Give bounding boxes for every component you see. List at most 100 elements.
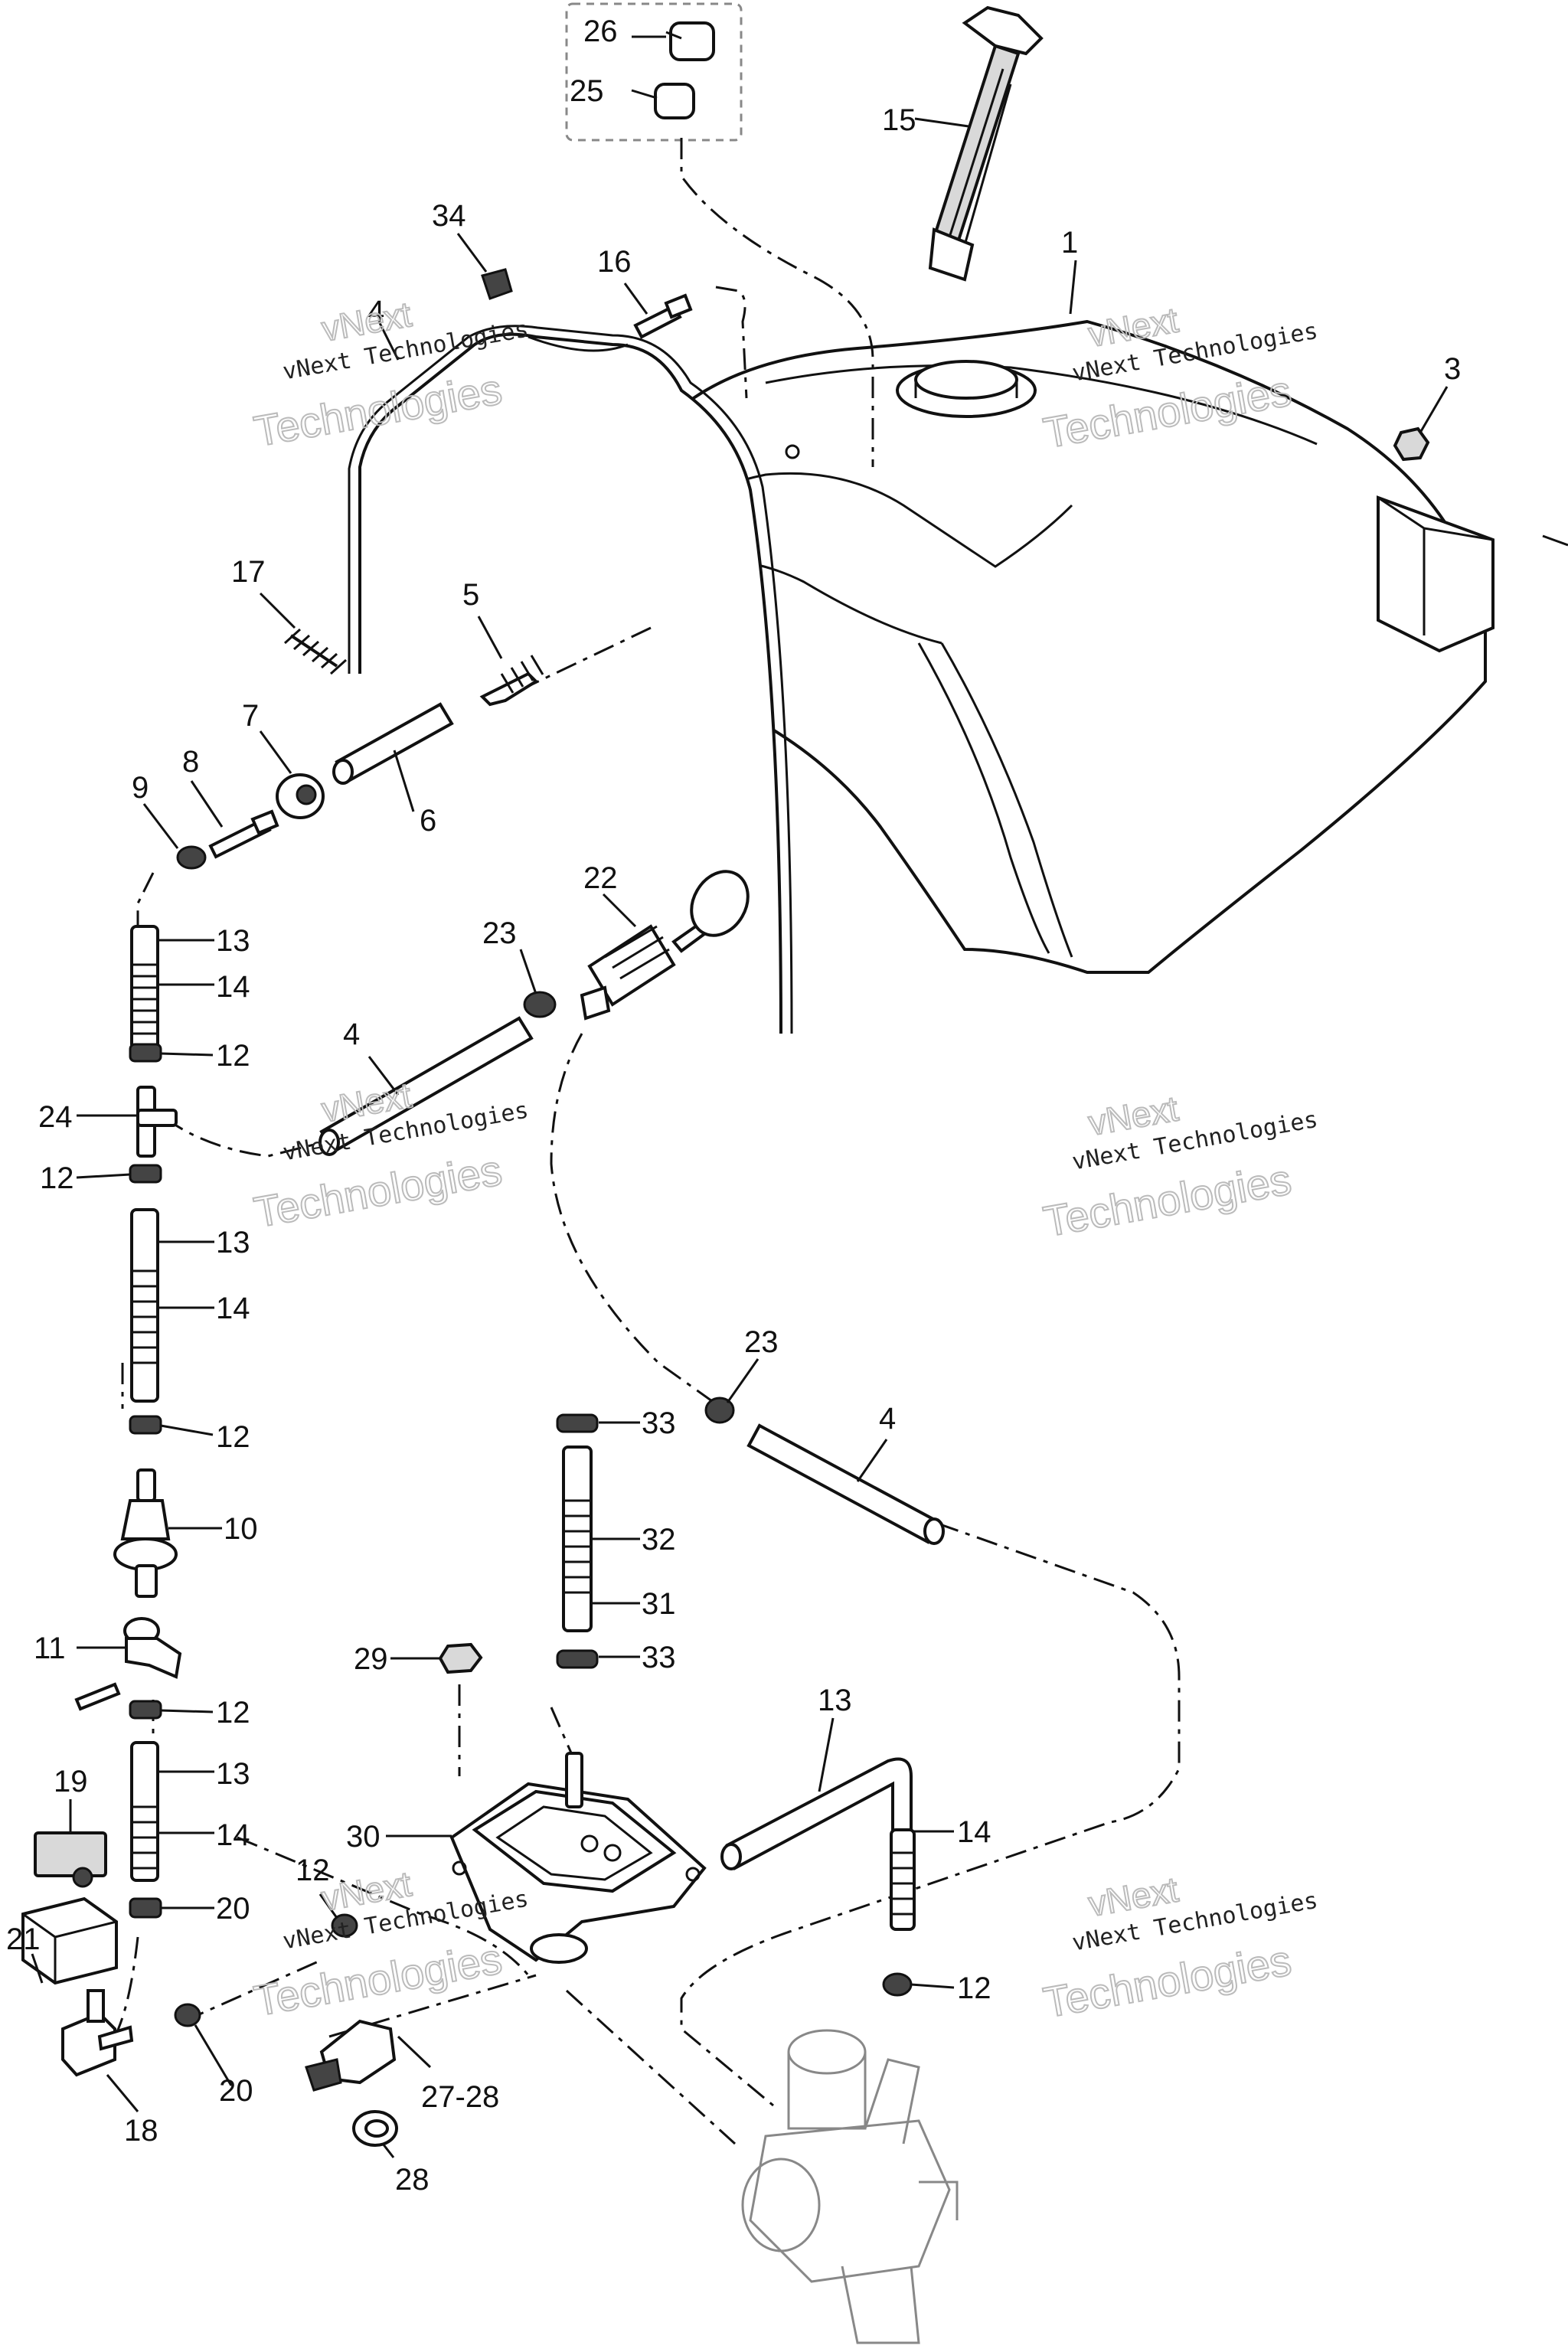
o-ring-28 [352, 2110, 398, 2147]
callout-14-c: 14 [216, 1818, 250, 1852]
vent-fitting-16 [633, 293, 693, 339]
clamp-23-b [704, 1396, 735, 1424]
callout-7: 7 [242, 699, 259, 733]
primer-pump-22 [580, 870, 750, 1021]
callout-12-d: 12 [216, 1696, 250, 1730]
hose-13-14-b [130, 1208, 159, 1403]
cap-parts-box [565, 2, 743, 142]
callout-18: 18 [124, 2114, 158, 2148]
callout-13-d: 13 [818, 1684, 852, 1717]
fitting-27-28 [305, 2019, 397, 2092]
callout-33-a: 33 [642, 1406, 676, 1440]
bracket-11 [74, 1617, 182, 1711]
hose-13-14-d [720, 1757, 916, 1931]
callout-23-b: 23 [744, 1325, 779, 1359]
callout-20-b: 20 [219, 2074, 253, 2108]
block-21 [21, 1867, 118, 1985]
callout-20-a: 20 [216, 1892, 250, 1926]
callout-8: 8 [182, 745, 199, 779]
fuel-tank [596, 319, 1568, 974]
callout-28: 28 [395, 2163, 430, 2197]
hose-4-middle [318, 1016, 534, 1156]
clamp-9 [176, 845, 207, 870]
callout-9: 9 [132, 771, 149, 805]
fuel-gauge-sender [928, 5, 1044, 282]
clamp-12-b [129, 1164, 162, 1184]
watermark-4: vNext vNext Technologies Technologies [1039, 1087, 1320, 1246]
fitting-8 [208, 809, 279, 859]
hose-13-14-c [130, 1741, 159, 1882]
watermark-1: vNext vNext Technologies Technologies [250, 293, 531, 456]
clamp-20-b [174, 2003, 201, 2027]
callout-11: 11 [34, 1632, 66, 1665]
callout-4-middle: 4 [343, 1018, 360, 1051]
hose-6 [332, 702, 454, 785]
callout-10: 10 [224, 1512, 258, 1546]
hose-13-14-a [130, 925, 159, 1050]
callout-17: 17 [231, 555, 266, 589]
clamp-12-e [331, 1913, 358, 1938]
hose-4-lower [746, 1423, 945, 1545]
callout-4-top: 4 [368, 295, 384, 328]
spring-5 [479, 655, 544, 707]
callout-6: 6 [420, 804, 436, 838]
clamp-12-d [129, 1700, 162, 1720]
callout-13-b: 13 [216, 1226, 250, 1259]
callout-25: 25 [570, 74, 604, 108]
callout-12-f: 12 [957, 1971, 991, 2005]
clamp-12-f [882, 1972, 913, 1997]
clamp-33-b [556, 1649, 599, 1669]
callout-13-a: 13 [216, 924, 250, 958]
tee-fitting-24 [136, 1086, 178, 1158]
callout-12-c: 12 [216, 1420, 250, 1454]
carburetor-outline [741, 2029, 959, 2344]
clamp-33-a [556, 1413, 599, 1433]
callout-31: 31 [642, 1587, 676, 1621]
clamp-12-a [129, 1043, 162, 1063]
nut-3 [1393, 426, 1430, 462]
label-plate-19 [34, 1831, 107, 1877]
watermark-3: vNext vNext Technologies Technologies [250, 1074, 531, 1237]
callout-24: 24 [38, 1100, 73, 1134]
clamp-23-a [523, 991, 557, 1018]
callout-22: 22 [583, 861, 618, 895]
spring-17 [283, 628, 348, 675]
callout-14-a: 14 [216, 970, 250, 1004]
callout-21: 21 [6, 1922, 41, 1956]
callout-15: 15 [882, 103, 916, 137]
callout-5: 5 [462, 578, 479, 612]
callout-12-b: 12 [40, 1161, 74, 1195]
callout-12-a: 12 [216, 1039, 250, 1073]
vent-tube [348, 325, 793, 1034]
callout-4-lower: 4 [879, 1402, 896, 1436]
clamp-20-a [129, 1897, 162, 1919]
callout-12-e: 12 [296, 1854, 330, 1887]
callout-26: 26 [583, 15, 618, 48]
fuel-pump-30 [449, 1752, 707, 1964]
callout-1: 1 [1061, 226, 1078, 260]
callout-14-b: 14 [216, 1292, 250, 1325]
callout-labels: 1 3 15 26 25 34 16 4 17 5 6 7 8 9 13 14 … [6, 15, 1461, 2197]
hose-31-32 [562, 1446, 593, 1632]
shutoff-valve-18 [61, 1989, 134, 2077]
callout-19: 19 [54, 1765, 88, 1798]
callout-30: 30 [346, 1820, 381, 1854]
callout-34: 34 [432, 199, 466, 233]
callout-32: 32 [642, 1523, 676, 1557]
watermark-6: vNext vNext Technologies Technologies [1039, 1868, 1320, 2027]
callout-33-b: 33 [642, 1641, 676, 1674]
callout-14-d: 14 [957, 1815, 991, 1849]
clamp-12-c [129, 1415, 162, 1435]
callout-29: 29 [354, 1642, 388, 1676]
callout-27-28: 27-28 [421, 2080, 499, 2114]
callout-3: 3 [1444, 352, 1461, 386]
callout-16: 16 [597, 245, 632, 279]
clip-34 [481, 268, 513, 300]
callout-23-a: 23 [482, 916, 517, 950]
fuel-filter-10 [113, 1468, 178, 1598]
nut-29 [438, 1642, 483, 1674]
grommet-7 [276, 773, 325, 819]
leader-lines [31, 31, 1449, 2158]
callout-13-c: 13 [216, 1757, 250, 1791]
